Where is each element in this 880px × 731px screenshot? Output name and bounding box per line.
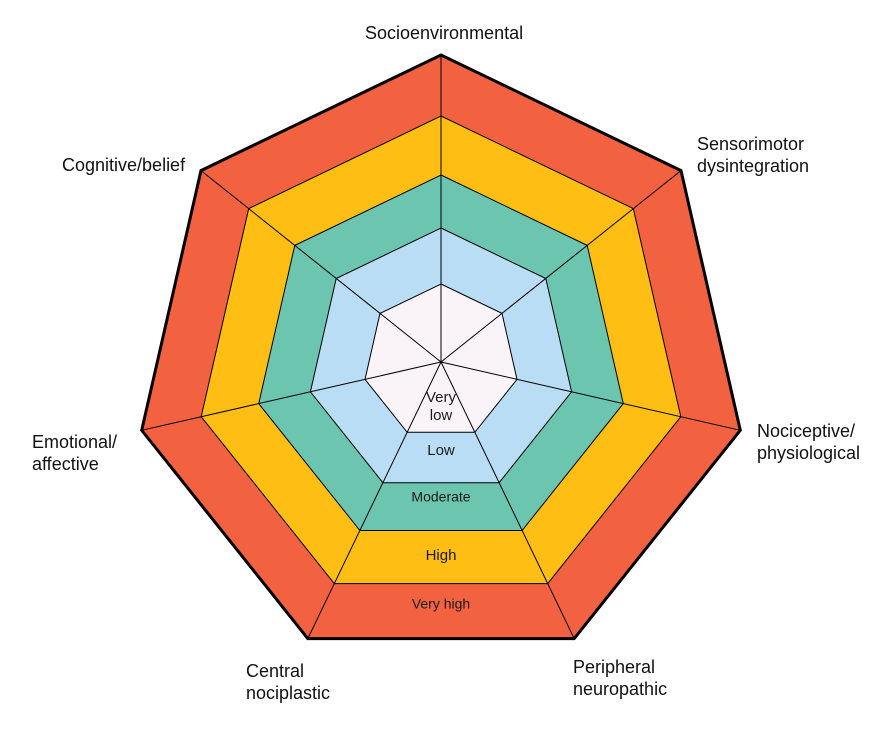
axis-label-socioenvironmental: Socioenvironmental <box>365 23 524 43</box>
axis-label-nociceptive-physiological: Nociceptive/ physiological <box>757 421 861 463</box>
axis-label-sensorimotor-dysintegration: Sensorimotor dysintegration <box>697 134 810 176</box>
axis-label-peripheral-neuropathic: Peripheral neuropathic <box>573 657 668 699</box>
spoke-3 <box>440 361 575 639</box>
axis-label-central-nociplastic: Central nociplastic <box>246 661 331 703</box>
axis-label-cognitive-belief: Cognitive/belief <box>62 155 186 175</box>
ring-label-1-0: Low <box>427 442 455 459</box>
spoke-5 <box>141 361 442 431</box>
ring-label-0-1: low <box>430 407 453 424</box>
ring-label-3-0: High <box>426 547 457 564</box>
ring-label-4-0: Very high <box>412 596 470 612</box>
spoke-1 <box>440 170 682 363</box>
axis-label-emotional-affective: Emotional/ affective <box>32 432 118 474</box>
spoke-2 <box>440 361 741 431</box>
ring-label-0-0: Very <box>426 389 457 406</box>
spoke-6 <box>200 170 442 363</box>
ring-label-2-0: Moderate <box>411 489 470 505</box>
axis-spokes <box>141 55 741 639</box>
spoke-4 <box>307 361 442 639</box>
